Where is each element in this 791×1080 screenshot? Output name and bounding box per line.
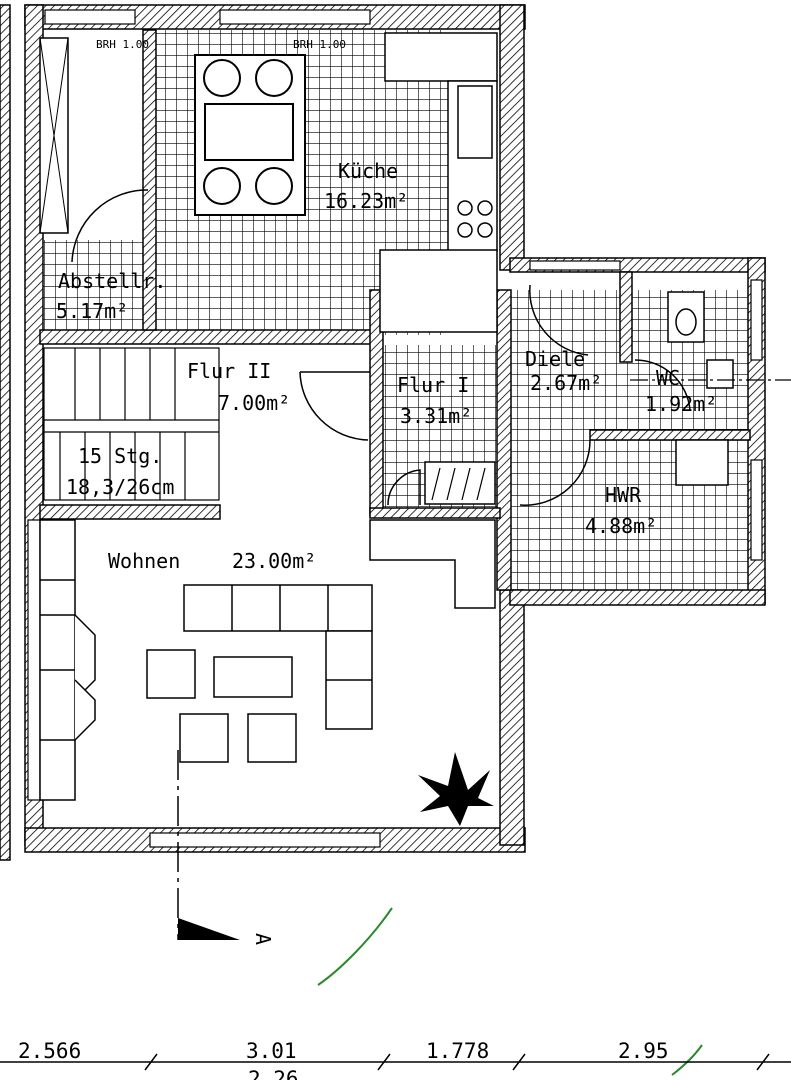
room-abstell-area: 5.17m²: [56, 299, 128, 323]
room-wc-name: WC: [656, 366, 680, 390]
dimension-value: 2.566: [18, 1039, 81, 1063]
room-flur1-area: 3.31m²: [400, 404, 472, 428]
room-wc-area: 1.92m²: [645, 392, 717, 416]
check-mark: [317, 907, 393, 986]
windows: [27, 9, 763, 848]
room-flur2-name: Flur II: [187, 359, 271, 383]
dimension-value: 2.95: [618, 1039, 669, 1063]
section-marker: A: [177, 750, 275, 945]
plant-icon: [418, 752, 494, 826]
room-kueche-area: 16.23m²: [324, 189, 408, 213]
stairs-size: 18,3/26cm: [66, 475, 174, 499]
wc-fixtures: [667, 291, 734, 389]
wardrobe-lines: [431, 467, 486, 501]
dimension-value: 2.26: [248, 1067, 299, 1080]
room-kueche-name: Küche: [338, 159, 398, 183]
dimension-value: 3.01: [246, 1039, 297, 1063]
room-abstell-name: Abstellr.: [58, 269, 166, 293]
room-labels: Küche 16.23m² Abstellr. 5.17m² Flur II 7…: [56, 38, 717, 573]
doors: [71, 189, 691, 506]
stairs-steps: 15 Stg.: [78, 444, 162, 468]
room-hwr-area: 4.88m²: [585, 514, 657, 538]
cabinet-corner: [369, 519, 496, 609]
room-flur1-name: Flur I: [397, 373, 469, 397]
sideboard: [39, 519, 96, 801]
storage-shelf-cross: [39, 37, 69, 234]
dimension-value: 1.778: [426, 1039, 489, 1063]
room-wohnen-name: Wohnen: [108, 549, 180, 573]
dimension-chain: 2.566 3.01 1.778 2.95 2.26: [0, 1039, 791, 1080]
room-hwr-name: HWR: [605, 483, 642, 507]
staircase: [43, 347, 220, 501]
room-diele-name: Diele: [525, 347, 585, 371]
living-room-furniture: [146, 584, 373, 763]
room-wohnen-area: 23.00m²: [232, 549, 316, 573]
window-note: BRH 1.00: [96, 38, 149, 51]
check-mark: [671, 1044, 703, 1076]
room-flur2-area: 7.00m²: [218, 391, 290, 415]
dining-table: [194, 54, 306, 216]
kitchen-counter: [379, 32, 498, 333]
room-diele-area: 2.67m²: [530, 371, 602, 395]
section-label: A: [251, 933, 275, 945]
window-note: BRH 1.00: [293, 38, 346, 51]
hwr-appliance: [675, 439, 729, 486]
